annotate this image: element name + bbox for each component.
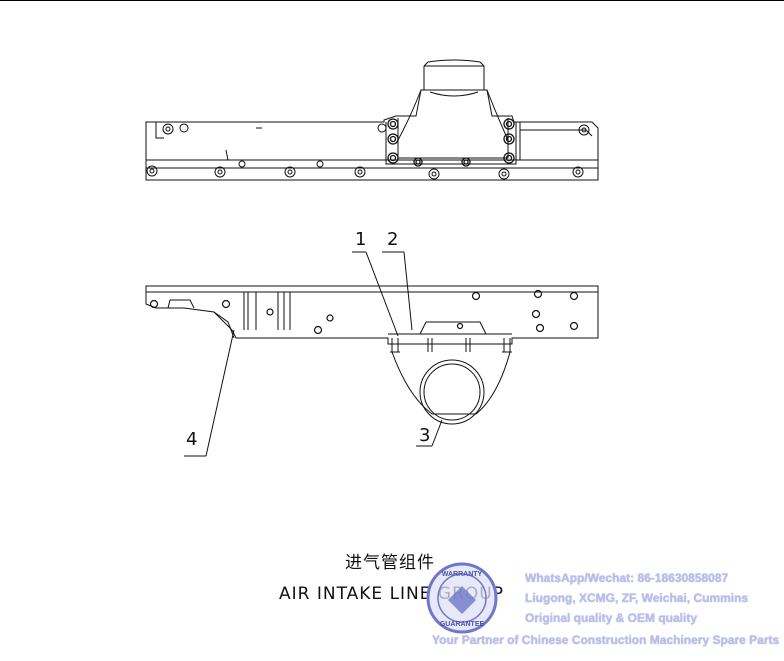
seal-text-bottom: GUARANTEE — [440, 621, 485, 628]
top-view — [145, 59, 599, 181]
watermark-brands: Liugong, XCMG, ZF, Weichai, Cummins — [525, 591, 749, 605]
seal-text-top: WARRANTY — [442, 571, 483, 578]
warranty-seal-icon: WARRANTY GUARANTEE — [426, 562, 498, 634]
top-border-line — [0, 0, 784, 1]
callout-4: 4 — [186, 429, 198, 450]
callout-3: 3 — [419, 425, 431, 446]
watermark-tagline: Your Partner of Chinese Construction Mac… — [432, 633, 780, 647]
leader-lines — [184, 251, 443, 457]
callout-1: 1 — [355, 229, 367, 250]
watermark-contact: WhatsApp/Wechat: 86-18630858087 — [525, 571, 729, 585]
side-view — [145, 285, 599, 425]
side-view-bolts — [149, 289, 579, 335]
watermark-quality: Original quality & OEM quality — [525, 611, 698, 625]
flange-studs — [390, 338, 512, 353]
drawing-title-chinese: 进气管组件 — [345, 553, 435, 573]
top-view-bolts — [146, 123, 590, 180]
flange-bolts — [387, 118, 515, 167]
callout-2: 2 — [387, 229, 399, 250]
